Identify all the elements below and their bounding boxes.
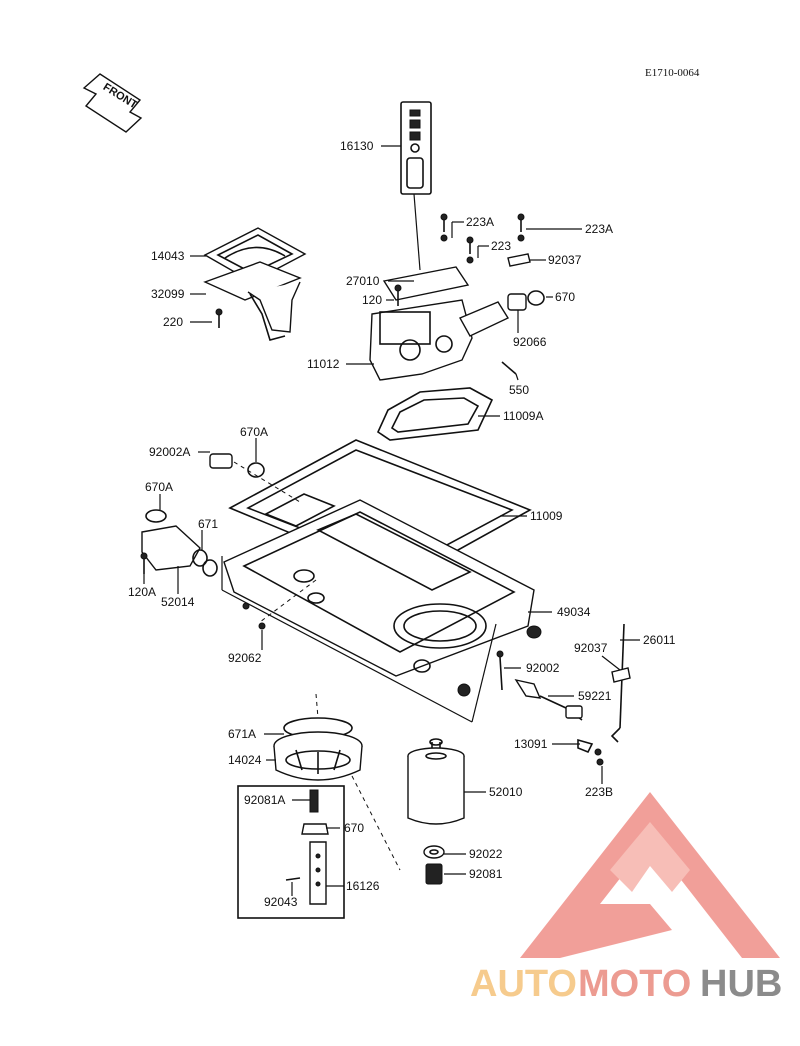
label-13091: 13091 — [514, 737, 548, 751]
label-92002: 92002 — [526, 661, 560, 675]
relief-cover-52014 — [140, 509, 218, 577]
bolt-220 — [215, 308, 223, 328]
label-92022: 92022 — [469, 847, 503, 861]
label-92002A: 92002A — [149, 445, 190, 459]
spring-92081 — [425, 863, 443, 885]
label-671: 671 — [198, 517, 218, 531]
label-92081: 92081 — [469, 867, 503, 881]
label-223A-2: 223A — [585, 222, 613, 236]
label-11012: 11012 — [307, 357, 340, 371]
label-220: 220 — [163, 315, 183, 329]
label-223: 223 — [491, 239, 511, 253]
bolt-group-223 — [440, 213, 531, 267]
label-670-1: 670 — [555, 290, 575, 304]
label-49034: 49034 — [557, 605, 591, 619]
label-14024: 14024 — [228, 753, 262, 767]
label-120A: 120A — [128, 585, 156, 599]
label-670A-1: 670A — [240, 425, 268, 439]
label-92062: 92062 — [228, 651, 262, 665]
label-223A-1: 223A — [466, 215, 494, 229]
oil-filter-cover-14024 — [273, 717, 363, 781]
label-670-2: 670 — [344, 821, 364, 835]
breather-body-32099 — [203, 261, 302, 341]
label-92037-2: 92037 — [574, 641, 608, 655]
front-arrow-icon: FRONT — [82, 73, 143, 133]
label-92037-1: 92037 — [548, 253, 582, 267]
oil-pan-49034 — [223, 499, 542, 697]
label-92066: 92066 — [513, 335, 547, 349]
part-labels: 16130 223A 223A 223 92037 14043 32099 27… — [128, 139, 676, 909]
label-14043: 14043 — [151, 249, 185, 263]
label-52010: 52010 — [489, 785, 523, 799]
oil-filter-element-52010 — [407, 738, 465, 825]
label-11009A: 11009A — [503, 409, 543, 423]
watermark-moto: MOTO — [578, 963, 691, 1005]
label-671A: 671A — [228, 727, 256, 741]
bypass-valve-inset — [237, 785, 345, 919]
label-52014: 52014 — [161, 595, 195, 609]
diagram-code: E1710-0064 — [645, 67, 700, 79]
plug-92002A — [209, 453, 265, 478]
gasket-11009A — [376, 387, 494, 441]
oil-strainer-16130 — [400, 101, 432, 195]
watermark-hub: HUB — [700, 963, 782, 1005]
label-27010: 27010 — [346, 274, 380, 288]
oil-pressure-switch-group — [496, 623, 631, 766]
label-16126: 16126 — [346, 879, 380, 893]
label-92081A: 92081A — [244, 793, 285, 807]
label-59221: 59221 — [578, 689, 612, 703]
washer-92022 — [423, 845, 445, 859]
label-223B: 223B — [585, 785, 613, 799]
label-32099: 32099 — [151, 287, 185, 301]
label-26011: 26011 — [643, 633, 676, 647]
label-670A-2: 670A — [145, 480, 173, 494]
automotohub-watermark-logo: AUTO MOTO HUB — [470, 792, 782, 1005]
label-11009: 11009 — [530, 509, 563, 523]
oil-pump-11012 — [369, 266, 545, 381]
label-120: 120 — [362, 293, 382, 307]
label-92043: 92043 — [264, 895, 298, 909]
label-16130: 16130 — [340, 139, 374, 153]
watermark-auto: AUTO — [470, 963, 577, 1005]
label-550: 550 — [509, 383, 529, 397]
